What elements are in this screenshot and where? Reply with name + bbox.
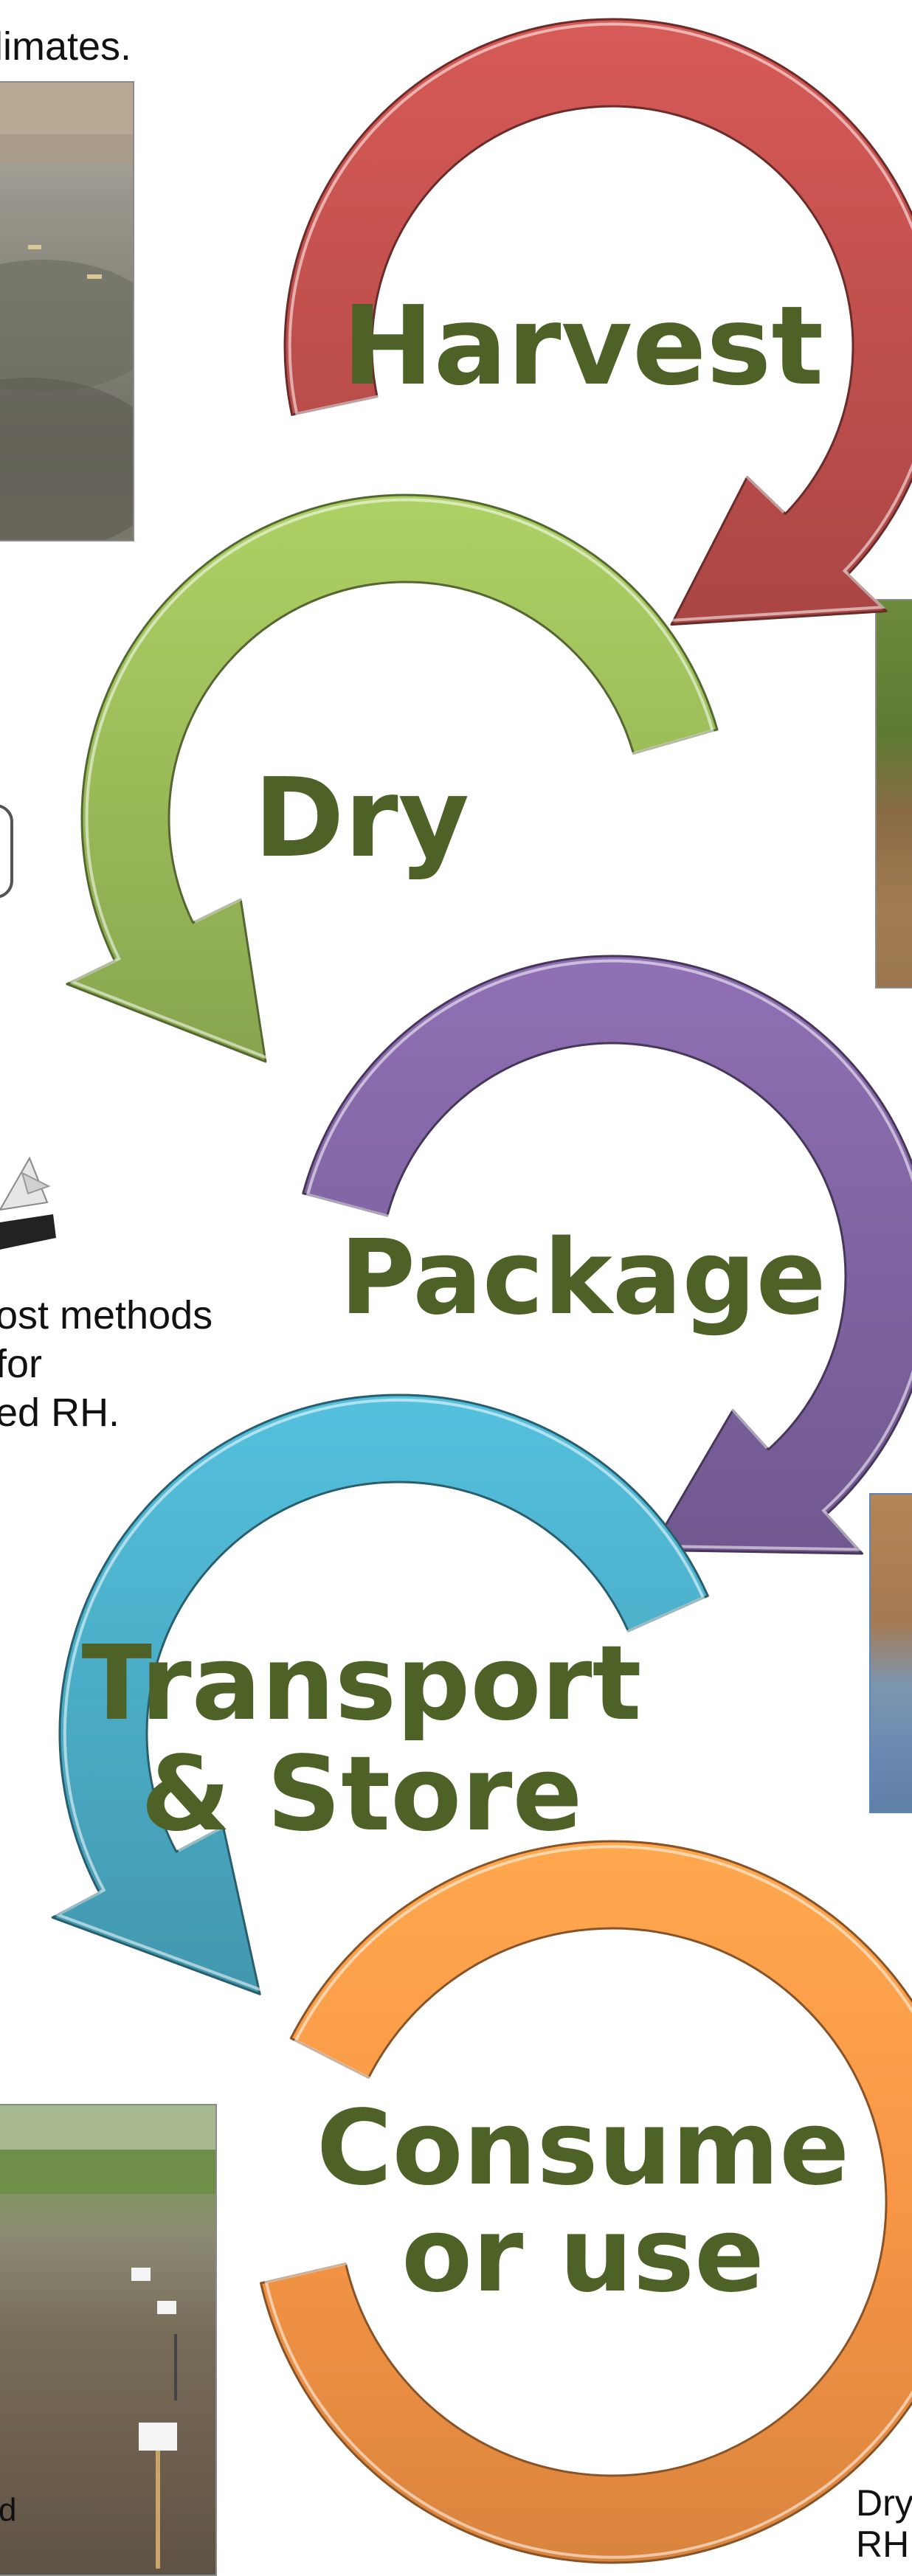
dry-arrow — [66, 494, 719, 1063]
harvest-arrow-shape — [283, 18, 912, 626]
transport-arrow-highlight — [54, 1398, 705, 1992]
drying-yard-photo — [0, 81, 134, 541]
consume-label-line-2: or use — [401, 2195, 764, 2316]
dry-arrow-shape — [66, 494, 719, 1063]
bottom-right-caption-line-2: RH — [856, 2524, 910, 2565]
top-caption: limates. — [0, 24, 132, 69]
bottom-right-caption: Dry RH — [856, 2482, 912, 2565]
field-plot-photo — [0, 2104, 217, 2576]
tree-photo — [875, 599, 912, 988]
harvest-arrow-highlight — [288, 22, 912, 623]
dry-arrow-highlight — [68, 498, 715, 1061]
package-arrow-shape — [302, 955, 912, 1555]
desiccant-device-photo — [0, 1062, 66, 1269]
transport-arrow — [51, 1393, 709, 1995]
transport-label-line-2: & Store — [141, 1734, 583, 1855]
consume-arrow — [260, 1840, 912, 2564]
transport-arrow-shape — [51, 1393, 709, 1995]
consume-arrow-highlight — [264, 1845, 912, 2559]
harvest-label-line-1: Harvest — [342, 283, 823, 409]
middle-caption-line-1: ost methods — [0, 1293, 213, 1337]
package-arrow — [302, 955, 912, 1555]
storage-bags-photo — [869, 1493, 912, 1813]
transport-label-line-1: Transport — [82, 1624, 642, 1744]
harvest-arrow — [283, 18, 912, 626]
package-arrow-highlight — [305, 959, 912, 1551]
dry-label-line-1: Dry — [254, 755, 469, 882]
middle-caption-line-3: ed RH. — [0, 1391, 120, 1435]
consume-label-line-1: Consume — [317, 2088, 849, 2209]
bottom-right-caption-line-1: Dry — [856, 2482, 912, 2524]
bottom-left-caption: d — [0, 2492, 17, 2528]
middle-caption: ost methods for ed RH. — [0, 1291, 213, 1437]
package-label-line-1: Package — [339, 1218, 826, 1338]
middle-caption-line-2: for — [0, 1342, 43, 1386]
consume-arrow-shape — [260, 1840, 912, 2564]
